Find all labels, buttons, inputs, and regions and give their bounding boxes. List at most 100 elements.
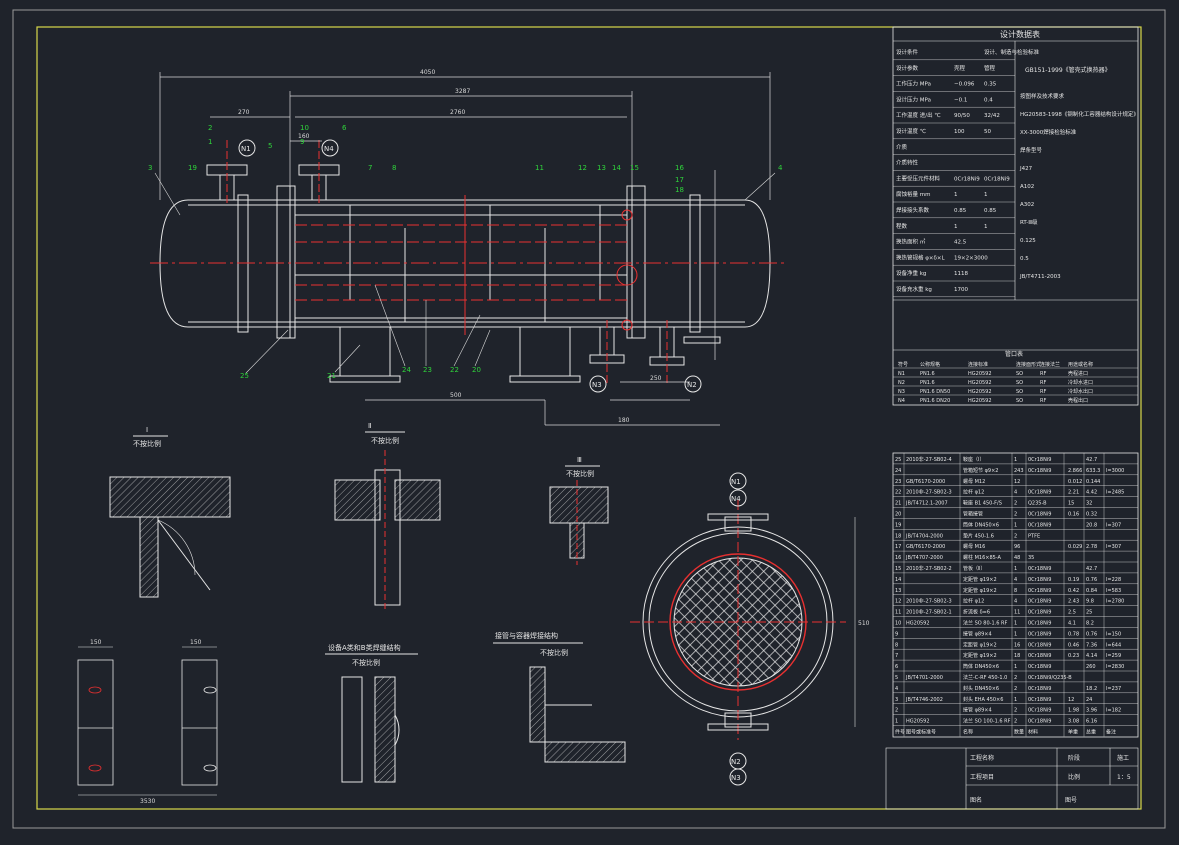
parts-cell: 封头 EHA 450×6 xyxy=(963,696,1003,703)
design-cell: 设计参数 xyxy=(896,64,919,72)
callout-11: 11 xyxy=(535,164,544,172)
parts-cell: 4 xyxy=(1014,577,1017,583)
design-note: 按图样及技术要求 xyxy=(1020,92,1065,100)
design-cell: 1700 xyxy=(954,287,968,293)
parts-cell: 定距管 φ19×2 xyxy=(963,576,997,583)
detail-i-scale: 不按比例 xyxy=(133,439,161,448)
nozzle-cell: N1 xyxy=(898,371,905,377)
parts-cell: PTFE xyxy=(1028,533,1040,539)
parts-cell: 法兰 SO 80-1.6 RF xyxy=(963,620,1007,627)
parts-cell: l=150 xyxy=(1106,631,1121,637)
nozzle-cell: PN1.6 xyxy=(920,371,935,377)
nozzle-table-title: 管口表 xyxy=(1005,350,1023,358)
parts-cell: 22 xyxy=(895,490,901,496)
project-label: 工程名称 xyxy=(970,754,994,762)
parts-cell: 2 xyxy=(1014,686,1017,692)
callout-17: 17 xyxy=(675,176,684,184)
stage-value: 施工 xyxy=(1117,754,1129,762)
parts-cell: 0.144 xyxy=(1086,479,1100,485)
nozzle-weld-title: 接管与容器焊接结构 xyxy=(495,631,558,640)
parts-header: 名称 xyxy=(963,729,973,736)
parts-cell: GB/T6170-2000 xyxy=(906,544,945,550)
detail-iii: Ⅲ 不按比例 xyxy=(549,456,609,565)
parts-cell: 10 xyxy=(895,621,901,627)
parts-cell: l=2485 xyxy=(1106,490,1124,496)
parts-cell: 2010非-27-SB02-3 xyxy=(906,598,952,605)
end-n4-label: N4 xyxy=(731,495,741,503)
nozzle-cell: RF xyxy=(1040,371,1046,377)
parts-cell: 0Cr18Ni9 xyxy=(1028,490,1051,496)
title-block-text: 工程名称 工程项目 图名 阶段 施工 比例 1：5 图号 xyxy=(970,754,1131,804)
parts-cell: 0.46 xyxy=(1068,642,1079,648)
design-note: JB/T4711-2003 xyxy=(1019,274,1061,280)
design-note: XX-3000焊接检验标准 xyxy=(1020,128,1077,136)
parts-cell: 垫片 450-1.6 xyxy=(963,532,994,539)
design-note: 0.125 xyxy=(1020,238,1036,244)
parts-cell: 4 xyxy=(1014,490,1017,496)
design-note: 0.5 xyxy=(1020,256,1029,262)
design-cell: 1118 xyxy=(954,271,968,277)
parts-cell: 23 xyxy=(895,479,901,485)
parts-cell: l=259 xyxy=(1106,653,1121,659)
callout-16: 16 xyxy=(675,164,684,172)
title-block xyxy=(885,747,1139,810)
parts-cell: 法兰 SO 100-1.6 RF xyxy=(963,718,1011,725)
main-dimensions xyxy=(159,72,771,426)
nozzle-cell: N4 xyxy=(898,398,905,404)
parts-cell: 2 xyxy=(1014,719,1017,725)
parts-cell: 0.32 xyxy=(1086,512,1097,518)
nozzle-n4-label: N4 xyxy=(324,145,334,153)
tube-centerlines xyxy=(150,140,785,385)
nozzle-cell: SO xyxy=(1016,398,1023,404)
parts-cell: 2 xyxy=(1014,512,1017,518)
parts-cell: 1 xyxy=(1014,566,1017,572)
design-cell: 50 xyxy=(984,129,991,135)
sheet-label: 图号 xyxy=(1065,797,1077,804)
parts-cell: HG20592 xyxy=(906,719,930,725)
parts-cell: 筒体 DN450×6 xyxy=(963,663,999,670)
design-cell: 壳程 xyxy=(954,64,966,72)
flange-weld-scale: 不按比例 xyxy=(352,658,380,667)
nozzle-header: 符号 xyxy=(898,361,908,368)
parts-cell: 螺柱 M16×85-A xyxy=(963,554,1002,561)
detail-ii-title: Ⅱ xyxy=(368,422,371,430)
parts-cell: 15 xyxy=(1068,501,1074,507)
parts-cell: l=228 xyxy=(1106,577,1121,583)
parts-cell: 0.16 xyxy=(1068,512,1079,518)
parts-cell: 0Cr18Ni9 xyxy=(1028,566,1051,572)
parts-cell: 6.16 xyxy=(1086,719,1097,725)
design-cell: 32/42 xyxy=(984,113,1000,119)
nozzle-cell: PN1.6 DN20 xyxy=(920,398,950,404)
design-cell: 0Cr18Ni9 xyxy=(984,176,1010,182)
parts-cell: 管箱短节 φ9×2 xyxy=(963,467,998,474)
parts-cell: 35 xyxy=(1028,555,1034,561)
nozzle-cell: HG20592 xyxy=(968,398,992,404)
detail-iii-title: Ⅲ xyxy=(577,456,582,464)
design-note: HG20583-1998《钢制化工容器结构设计规定》 xyxy=(1020,110,1139,118)
detail-iii-scale: 不按比例 xyxy=(566,469,594,478)
nozzle-cell: HG20592 xyxy=(968,371,992,377)
dim-saddle: 500 xyxy=(450,392,462,399)
parts-cell: 2 xyxy=(1014,533,1017,539)
parts-cell: 2.78 xyxy=(1086,544,1097,550)
parts-cell: 633.3 xyxy=(1086,468,1100,474)
item-label: 工程项目 xyxy=(970,773,994,781)
parts-cell: 0.42 xyxy=(1068,588,1079,594)
parts-cell: 2.866 xyxy=(1068,468,1082,474)
parts-cell: 3.96 xyxy=(1086,708,1097,714)
dim-n3n2: 250 xyxy=(650,375,662,382)
nozzle-cell: 冷却水进口 xyxy=(1068,379,1093,386)
callout-10: 10 xyxy=(300,124,309,132)
parts-cell: JB/T4701-2000 xyxy=(905,675,943,681)
parts-cell: 0.76 xyxy=(1086,577,1097,583)
design-cell: 设计、制造与检验标准 xyxy=(984,48,1040,56)
callout-18: 18 xyxy=(675,186,684,194)
parts-cell: l=182 xyxy=(1106,708,1121,714)
parts-cell: 1 xyxy=(1014,457,1017,463)
parts-cell: l=307 xyxy=(1106,544,1121,550)
design-cell: 0.35 xyxy=(984,82,997,88)
callout-9: 9 xyxy=(300,138,304,146)
parts-cell: 0Cr18Ni9 xyxy=(1028,631,1051,637)
